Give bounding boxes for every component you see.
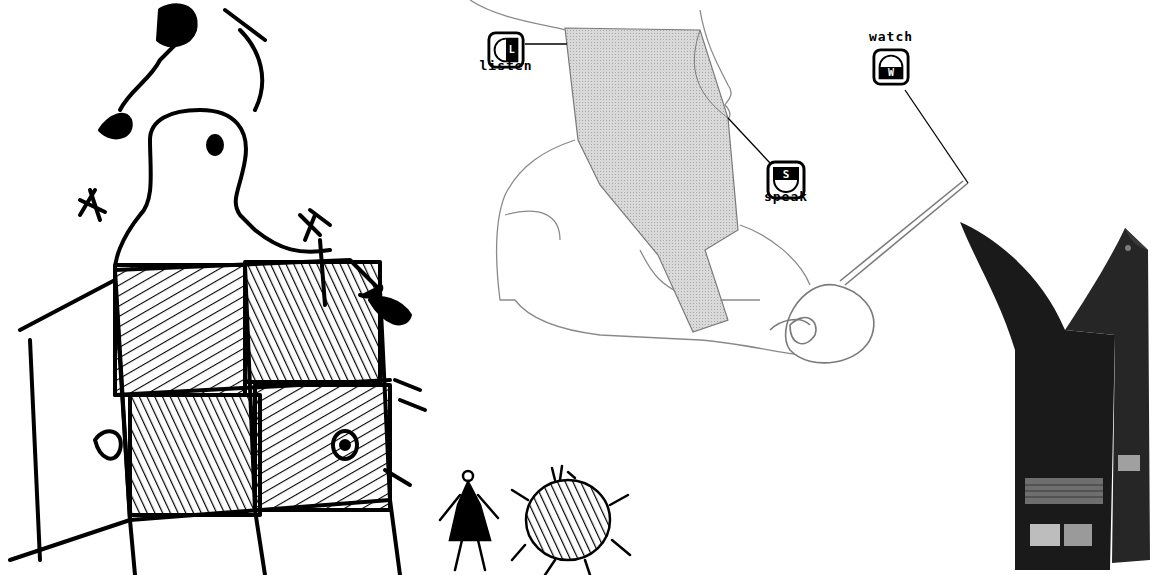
badge-label: listen xyxy=(480,59,533,72)
icon-badge: Sspeak xyxy=(766,160,806,200)
figure-sketches xyxy=(440,466,630,575)
badge-letter: L xyxy=(509,45,515,55)
badge-letter: W xyxy=(888,68,894,78)
icon-badge: Wwatch xyxy=(872,48,910,86)
badge-mark xyxy=(880,56,903,79)
leader-lines xyxy=(525,44,968,183)
badge-mark xyxy=(774,168,798,192)
badge-letter: S xyxy=(783,169,790,180)
wearer-illustration xyxy=(470,0,830,356)
costume-sketch xyxy=(10,5,425,575)
badge-fill xyxy=(506,39,517,62)
badge-fill xyxy=(774,168,798,180)
badge-fill xyxy=(880,67,903,78)
badge-mark xyxy=(495,39,518,62)
badge-frame xyxy=(874,50,908,84)
badge-label: speak xyxy=(764,190,808,203)
scarf-photo xyxy=(960,222,1150,570)
handheld-device xyxy=(770,181,968,363)
icon-badge: Llisten xyxy=(487,31,525,69)
badge-label: watch xyxy=(869,30,913,43)
collar-wearable xyxy=(565,28,738,332)
